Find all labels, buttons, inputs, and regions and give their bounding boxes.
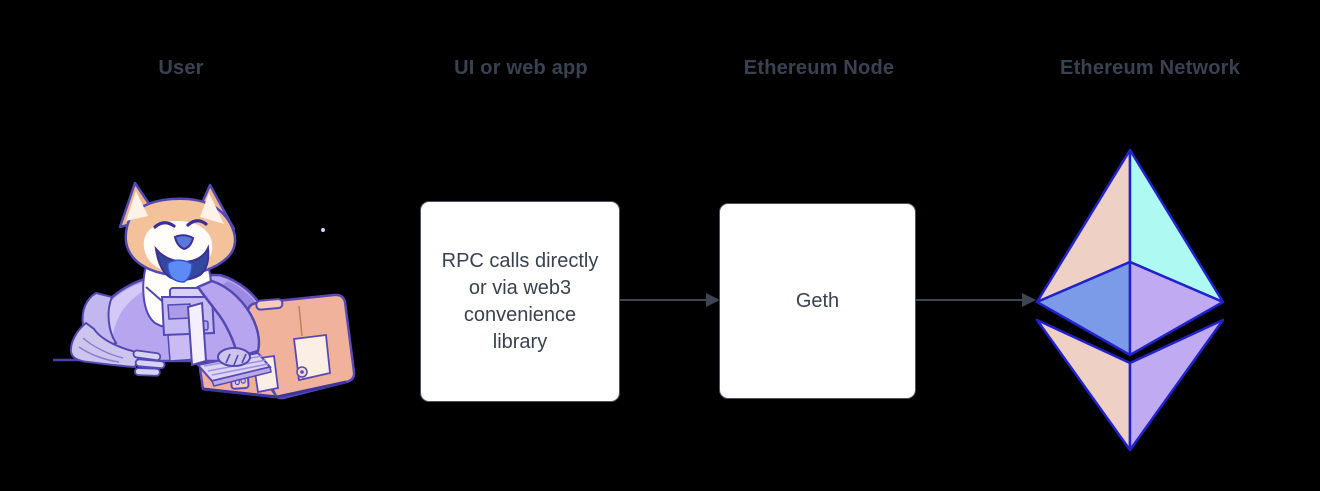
computer-front-door [251,354,279,394]
arrow-geth-to-network [915,293,1036,307]
node-rpc-box: RPC calls directly or via web3 convenien… [420,201,620,402]
header-user: User [158,57,204,79]
eth-face-upper-left [1035,148,1132,304]
doge-nose [173,234,195,251]
eth-face-mid-left [1035,260,1132,357]
keyboard-icon [196,351,272,387]
arrow-rpc-to-geth [620,293,720,307]
doge-astronaut-illustration [53,181,356,400]
eth-face-lower-right [1128,318,1225,452]
geth-box-label: Geth [795,289,840,312]
computer-icon [186,293,356,400]
doge-chest-pack [145,286,227,337]
computer-side-panel [292,333,331,382]
doge-right-arm [196,279,261,367]
doge-chest [142,258,213,330]
ethereum-logo-icon [1035,148,1225,452]
doge-right-eye [186,219,208,227]
header-ui-or-web-app: UI or web app [454,57,588,79]
rpc-box-line: convenience [463,303,577,326]
doge-head [118,181,237,283]
doge-spacesuit-body [90,273,279,363]
computer-vent [229,362,250,390]
rpc-box-line: or via web3 [468,276,572,299]
rpc-box-line: RPC calls directly [441,249,599,272]
computer-screen-edge [186,301,208,367]
doge-left-arm-gauntlet [69,291,166,377]
node-geth-box: Geth [719,203,916,399]
eth-face-upper-right [1128,148,1225,304]
sparkle-dot [321,228,325,232]
doge-mouth [154,244,210,281]
header-ethereum-network: Ethereum Network [1060,57,1240,79]
rpc-box-line: library [492,330,548,353]
header-ethereum-node: Ethereum Node [743,57,895,79]
doge-left-eye [153,221,176,229]
eth-face-lower-left [1035,318,1132,452]
doge-tongue [167,259,193,283]
eth-face-mid-right [1128,260,1225,357]
